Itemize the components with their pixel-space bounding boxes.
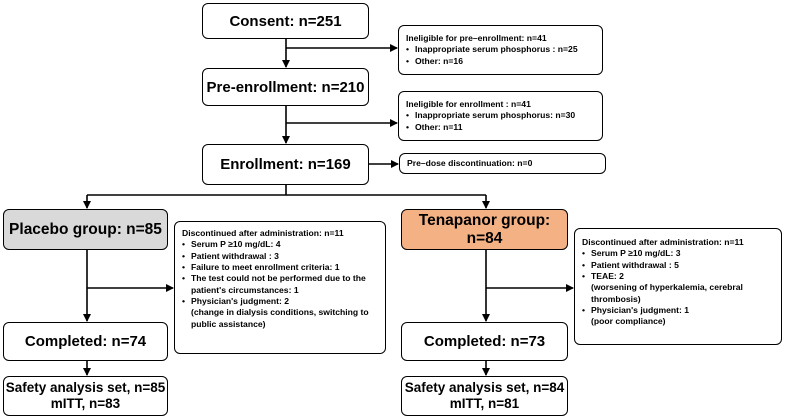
tenapanor-completed-label: Completed: n=73: [423, 333, 546, 350]
pre-dose-label: Pre–dose discontinuation: n=0: [407, 158, 533, 168]
ineligible-pre-item: Other: n=16: [406, 56, 596, 68]
placebo-mitt: mITT, n=83: [50, 396, 121, 411]
placebo-completed-box: Completed: n=74: [3, 322, 168, 361]
tenapanor-teae: TEAE: 2: [591, 271, 624, 282]
tenapanor-group-box: Tenapanor group: n=84: [401, 209, 568, 250]
placebo-discontinued-item: The test could not be performed due to t…: [182, 273, 379, 296]
tenapanor-teae-note: (worsening of hyperkalemia, cerebral thr…: [591, 282, 743, 304]
tenapanor-completed-box: Completed: n=73: [401, 322, 568, 361]
placebo-discontinued-item: Physician's judgment: 2 (change in dialy…: [182, 296, 379, 330]
consent-box: Consent: n=251: [202, 3, 369, 39]
ineligible-enrollment-item: Inappropriate serum phosphorus: n=30: [406, 110, 596, 122]
ineligible-enrollment-list: Inappropriate serum phosphorus: n=30 Oth…: [406, 110, 596, 133]
tenapanor-group-label: Tenapanor group: n=84: [418, 211, 551, 247]
placebo-discontinued-box: Discontinued after administration: n=11 …: [174, 221, 386, 354]
placebo-discontinued-item: Failure to meet enrollment criteria: 1: [182, 262, 379, 274]
ineligible-enrollment-item: Other: n=11: [406, 122, 596, 134]
tenapanor-discontinued-list: Serum P ≥10 mg/dL: 3 Patient withdrawal …: [582, 248, 775, 327]
tenapanor-analysis-box: Safety analysis set, n=84 mITT, n=81: [401, 376, 568, 416]
placebo-completed-label: Completed: n=74: [24, 333, 147, 350]
ineligible-pre-item: Inappropriate serum phosphorus : n=25: [406, 44, 596, 56]
placebo-discontinued-item: Patient withdrawal : 3: [182, 251, 379, 263]
placebo-group-box: Placebo group: n=85: [3, 209, 168, 250]
ineligible-enrollment-box: Ineligible for enrollment : n=41 Inappro…: [398, 91, 603, 141]
tenapanor-physician-judgment: Physician's judgment: 1: [591, 305, 690, 316]
ineligible-pre-title: Ineligible for pre–enrollment: n=41: [406, 33, 547, 43]
ineligible-enrollment-title: Ineligible for enrollment : n=41: [406, 99, 531, 109]
enrollment-label: Enrollment: n=169: [220, 156, 351, 173]
ineligible-pre-enrollment-box: Ineligible for pre–enrollment: n=41 Inap…: [398, 25, 603, 75]
placebo-group-label: Placebo group: n=85: [9, 220, 162, 238]
tenapanor-mitt: mITT, n=81: [449, 396, 520, 411]
enrollment-box: Enrollment: n=169: [202, 144, 369, 185]
tenapanor-physician-note: (poor compliance): [591, 316, 666, 327]
placebo-discontinued-item: Serum P ≥10 mg/dL: 4: [182, 239, 379, 251]
consent-label: Consent: n=251: [229, 12, 342, 30]
pre-enrollment-label: Pre-enrollment: n=210: [206, 78, 365, 96]
tenapanor-safety-set: Safety analysis set, n=84: [404, 379, 565, 395]
placebo-safety-set: Safety analysis set, n=85: [5, 379, 166, 395]
tenapanor-discontinued-title: Discontinued after administration: n=11: [582, 237, 744, 247]
placebo-discontinued-list: Serum P ≥10 mg/dL: 4 Patient withdrawal …: [182, 239, 379, 330]
tenapanor-discontinued-item: TEAE: 2 (worsening of hyperkalemia, cere…: [582, 271, 775, 305]
ineligible-pre-list: Inappropriate serum phosphorus : n=25 Ot…: [406, 44, 596, 67]
placebo-physician-judgment: Physician's judgment: 2: [191, 296, 290, 307]
tenapanor-discontinued-item: Serum P ≥10 mg/dL: 3: [582, 248, 775, 260]
placebo-analysis-box: Safety analysis set, n=85 mITT, n=83: [3, 376, 168, 416]
placebo-discontinued-title: Discontinued after administration: n=11: [182, 228, 344, 238]
pre-enrollment-box: Pre-enrollment: n=210: [202, 68, 369, 106]
pre-dose-box: Pre–dose discontinuation: n=0: [399, 153, 606, 174]
tenapanor-discontinued-box: Discontinued after administration: n=11 …: [574, 228, 782, 345]
tenapanor-discontinued-item: Physician's judgment: 1 (poor compliance…: [582, 305, 775, 328]
tenapanor-discontinued-item: Patient withdrawal : 5: [582, 260, 775, 272]
placebo-physician-note: (change in dialysis conditions, switchin…: [191, 307, 369, 329]
